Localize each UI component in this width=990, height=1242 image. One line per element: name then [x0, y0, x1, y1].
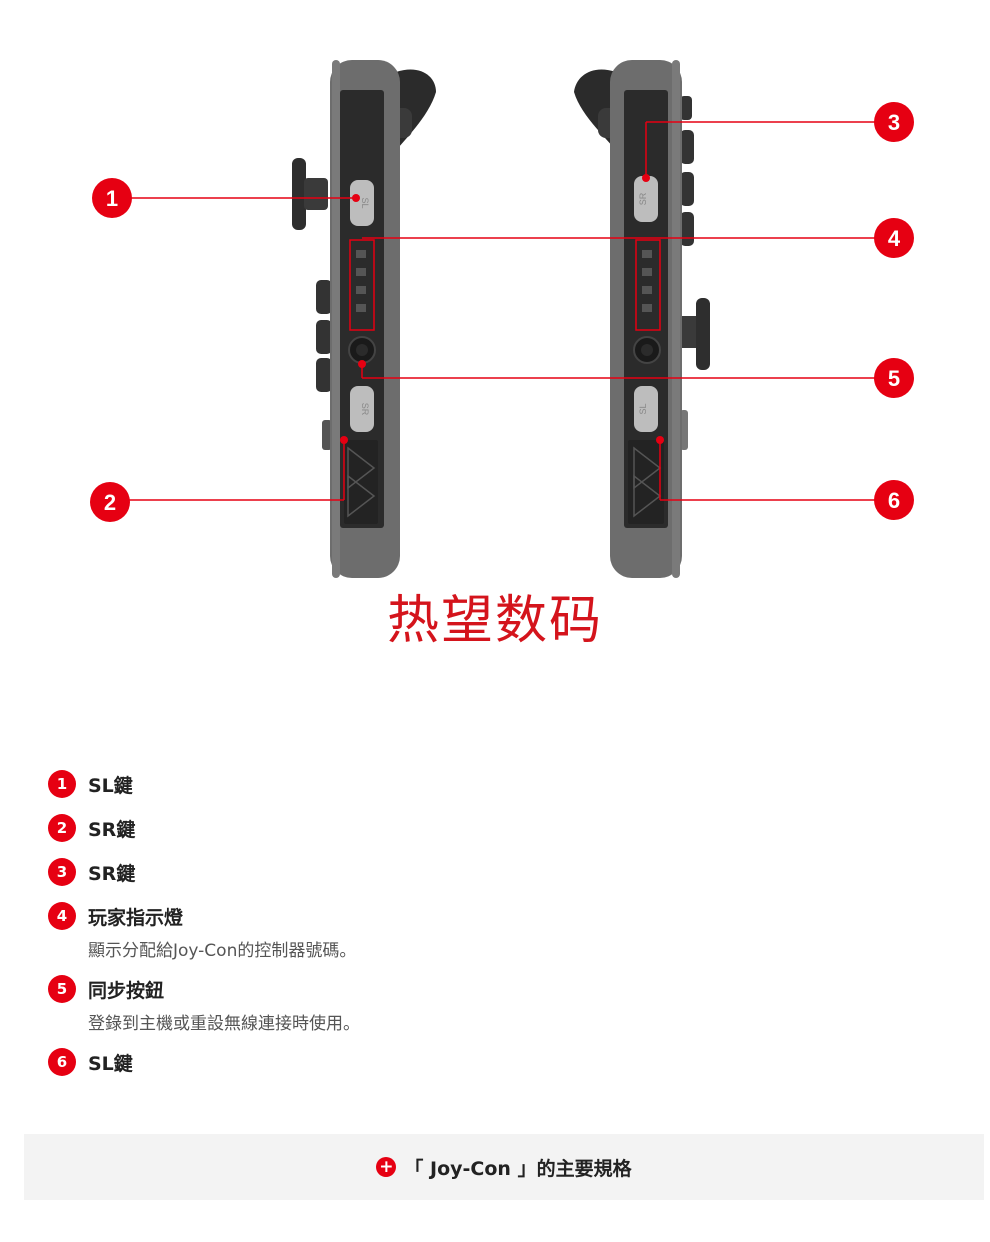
legend-label: SL鍵: [88, 1052, 133, 1075]
legend-number-badge: 6: [48, 1048, 76, 1076]
legend-item-5: 5 同步按鈕 登錄到主機或重設無線連接時使用。: [48, 973, 948, 1034]
watermark-text: 热望数码: [386, 591, 603, 651]
svg-text:1: 1: [106, 186, 118, 211]
legend-number-badge: 5: [48, 975, 76, 1003]
legend-label: SL鍵: [88, 774, 133, 797]
legend-label: SR鍵: [88, 862, 136, 885]
legend-item-4: 4 玩家指示燈 顯示分配給Joy-Con的控制器號碼。: [48, 900, 948, 961]
legend-label: 玩家指示燈: [88, 906, 184, 929]
svg-text:5: 5: [888, 366, 900, 391]
specs-expand-button[interactable]: + 「 Joy-Con 」的主要規格: [24, 1134, 984, 1200]
legend-number-badge: 1: [48, 770, 76, 798]
callout-badge-2: 2: [90, 482, 130, 522]
callout-badge-3: 3: [874, 102, 914, 142]
joycon-diagram: SL SR SR: [90, 60, 914, 578]
legend-item-6: 6 SL鍵: [48, 1046, 948, 1078]
callout-badge-4: 4: [874, 218, 914, 258]
legend-item-2: 2 SR鍵: [48, 812, 948, 844]
callout-lines: [110, 121, 894, 501]
legend-description: 登錄到主機或重設無線連接時使用。: [88, 1014, 360, 1034]
legend-item-3: 3 SR鍵: [48, 856, 948, 888]
legend-number-badge: 3: [48, 858, 76, 886]
specs-label: 「 Joy-Con 」的主要規格: [404, 1157, 632, 1180]
plus-circle-icon: +: [376, 1157, 397, 1177]
svg-text:2: 2: [104, 490, 116, 515]
left-sl-label: SL: [360, 197, 370, 208]
legend-list: 1 SL鍵 2 SR鍵 3 SR鍵 4 玩家指示燈 顯示分配給Joy-Con的控…: [48, 768, 948, 1078]
legend-number-badge: 4: [48, 902, 76, 930]
legend-description: 顯示分配給Joy-Con的控制器號碼。: [88, 941, 357, 961]
right-sr-label: SR: [638, 192, 648, 205]
legend-label: 同步按鈕: [88, 979, 165, 1002]
left-sr-label: SR: [360, 403, 370, 416]
callout-badge-1: 1: [92, 178, 132, 218]
svg-text:4: 4: [888, 226, 901, 251]
svg-text:3: 3: [888, 110, 900, 135]
legend-item-1: 1 SL鍵: [48, 768, 948, 800]
left-joycon: SL SR: [292, 60, 436, 578]
callout-dots: [340, 174, 664, 444]
callout-badge-5: 5: [874, 358, 914, 398]
callout-badge-6: 6: [874, 480, 914, 520]
legend-number-badge: 2: [48, 814, 76, 842]
legend-label: SR鍵: [88, 818, 136, 841]
right-sl-label: SL: [638, 403, 648, 414]
svg-text:6: 6: [888, 488, 900, 513]
